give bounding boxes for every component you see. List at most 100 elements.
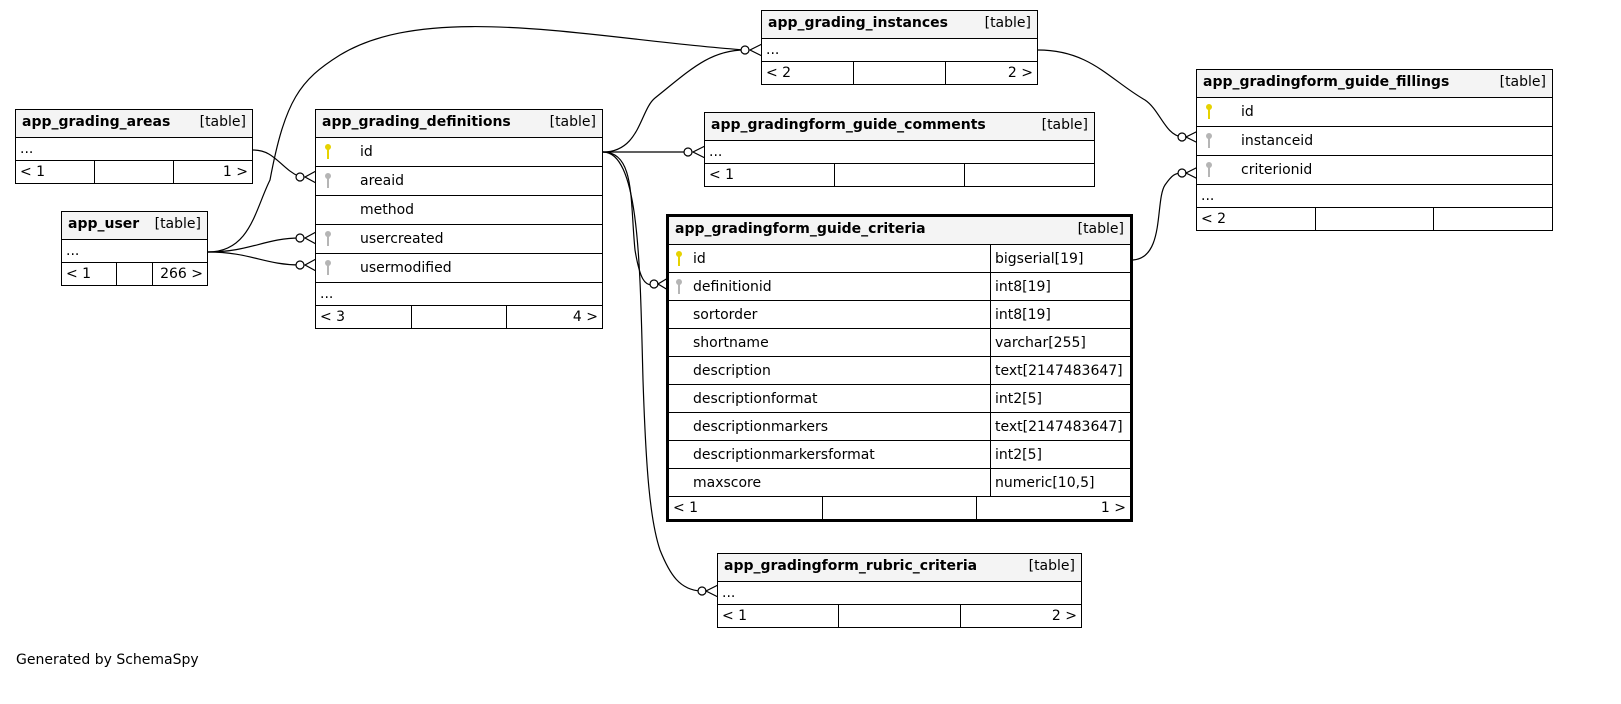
column-name: usercreated	[360, 231, 444, 247]
more-columns: ...	[718, 582, 1081, 605]
foreign-key-icon	[675, 278, 683, 295]
children-count[interactable]: 2 >	[945, 62, 1037, 84]
table-kind: [table]	[1077, 221, 1124, 237]
table-header: app_gradingform_guide_comments [table]	[705, 113, 1094, 141]
column-row-id[interactable]: id bigserial[19]	[669, 245, 1130, 273]
children-count[interactable]: 1 >	[976, 497, 1130, 519]
table-kind: [table]	[1499, 74, 1546, 90]
table-header: app_grading_definitions [table]	[316, 110, 602, 138]
column-type: bigserial[19]	[990, 245, 1130, 272]
column-name: description	[693, 362, 771, 379]
column-row-description[interactable]: description text[2147483647]	[669, 357, 1130, 385]
table-header: app_gradingform_rubric_criteria [table]	[718, 554, 1081, 582]
columns-count	[834, 164, 964, 186]
table-app-gradingform-guide-criteria[interactable]: app_gradingform_guide_criteria [table] i…	[666, 214, 1133, 522]
column-type: int2[5]	[990, 441, 1130, 468]
columns-count	[410, 306, 507, 328]
table-name: app_user	[68, 216, 140, 232]
column-row-usermodified[interactable]: usermodified	[316, 254, 602, 283]
children-count[interactable]: 1 >	[173, 161, 252, 183]
table-footer: < 1 2 >	[718, 605, 1081, 627]
primary-key-icon	[675, 250, 683, 267]
table-app-gradingform-guide-fillings[interactable]: app_gradingform_guide_fillings [table] i…	[1196, 69, 1553, 231]
generated-by-label: Generated by SchemaSpy	[16, 652, 199, 668]
column-row-id[interactable]: id	[1197, 98, 1552, 127]
table-footer: < 3 4 >	[316, 306, 602, 328]
more-columns: ...	[705, 141, 1094, 164]
children-count[interactable]: 4 >	[506, 306, 602, 328]
primary-key-icon	[1205, 104, 1213, 120]
column-name: id	[693, 250, 706, 267]
column-row-id[interactable]: id	[316, 138, 602, 167]
table-footer: < 2 2 >	[762, 62, 1037, 84]
column-name: descriptionmarkersformat	[693, 446, 875, 463]
table-app-grading-instances[interactable]: app_grading_instances [table] ... < 2 2 …	[761, 10, 1038, 85]
column-row-instanceid[interactable]: instanceid	[1197, 127, 1552, 156]
column-type: int2[5]	[990, 385, 1130, 412]
foreign-key-icon	[324, 173, 332, 189]
column-type: int8[19]	[990, 273, 1130, 300]
column-name: definitionid	[693, 278, 772, 295]
column-name: criterionid	[1241, 162, 1313, 178]
parents-count[interactable]: < 1	[673, 500, 699, 516]
column-type: text[2147483647]	[990, 357, 1130, 384]
table-header: app_user [table]	[62, 212, 207, 240]
primary-key-icon	[324, 144, 332, 160]
table-app-grading-areas[interactable]: app_grading_areas [table] ... < 1 1 >	[15, 109, 253, 184]
parents-count[interactable]: < 1	[709, 167, 735, 183]
column-name: usermodified	[360, 260, 452, 276]
column-row-areaid[interactable]: areaid	[316, 167, 602, 196]
column-name: id	[360, 144, 373, 160]
children-count[interactable]	[1433, 208, 1552, 230]
parents-count[interactable]: < 1	[20, 164, 46, 180]
column-row-usercreated[interactable]: usercreated	[316, 225, 602, 254]
table-app-user[interactable]: app_user [table] ... < 1 266 >	[61, 211, 208, 286]
column-row-method[interactable]: method	[316, 196, 602, 225]
table-header: app_grading_areas [table]	[16, 110, 252, 138]
children-count[interactable]: 2 >	[959, 605, 1081, 627]
table-kind: [table]	[984, 15, 1031, 31]
foreign-key-icon	[324, 260, 332, 276]
table-footer: < 1 266 >	[62, 263, 207, 285]
more-columns: ...	[316, 283, 602, 306]
more-columns: ...	[1197, 185, 1552, 208]
parents-count[interactable]: < 2	[766, 65, 792, 81]
table-app-grading-definitions[interactable]: app_grading_definitions [table] id areai…	[315, 109, 603, 329]
table-kind: [table]	[154, 216, 201, 232]
columns-count	[115, 263, 152, 285]
more-columns: ...	[16, 138, 252, 161]
table-kind: [table]	[1028, 558, 1075, 574]
column-type: numeric[10,5]	[990, 469, 1130, 496]
column-name: id	[1241, 104, 1254, 120]
column-row-descriptionmarkersformat[interactable]: descriptionmarkersformat int2[5]	[669, 441, 1130, 469]
table-name: app_grading_areas	[22, 114, 171, 130]
children-count[interactable]	[964, 164, 1094, 186]
parents-count[interactable]: < 1	[66, 266, 92, 282]
table-app-gradingform-rubric-criteria[interactable]: app_gradingform_rubric_criteria [table] …	[717, 553, 1082, 628]
table-kind: [table]	[549, 114, 596, 130]
columns-count	[94, 161, 173, 183]
column-name: descriptionmarkers	[693, 418, 829, 435]
children-count[interactable]: 266 >	[152, 263, 207, 285]
parents-count[interactable]: < 3	[320, 309, 346, 325]
table-header: app_grading_instances [table]	[762, 11, 1037, 39]
columns-count	[853, 62, 945, 84]
columns-count	[1314, 208, 1434, 230]
table-footer: < 1 1 >	[16, 161, 252, 183]
column-row-criterionid[interactable]: criterionid	[1197, 156, 1552, 185]
table-footer: < 1	[705, 164, 1094, 186]
table-name: app_grading_definitions	[322, 114, 511, 130]
table-name: app_gradingform_guide_criteria	[675, 221, 926, 237]
more-columns: ...	[762, 39, 1037, 62]
column-type: varchar[255]	[990, 329, 1130, 356]
table-app-gradingform-guide-comments[interactable]: app_gradingform_guide_comments [table] .…	[704, 112, 1095, 187]
more-columns: ...	[62, 240, 207, 263]
parents-count[interactable]: < 2	[1201, 211, 1227, 227]
parents-count[interactable]: < 1	[722, 608, 748, 624]
column-row-definitionid[interactable]: definitionid int8[19]	[669, 273, 1130, 301]
